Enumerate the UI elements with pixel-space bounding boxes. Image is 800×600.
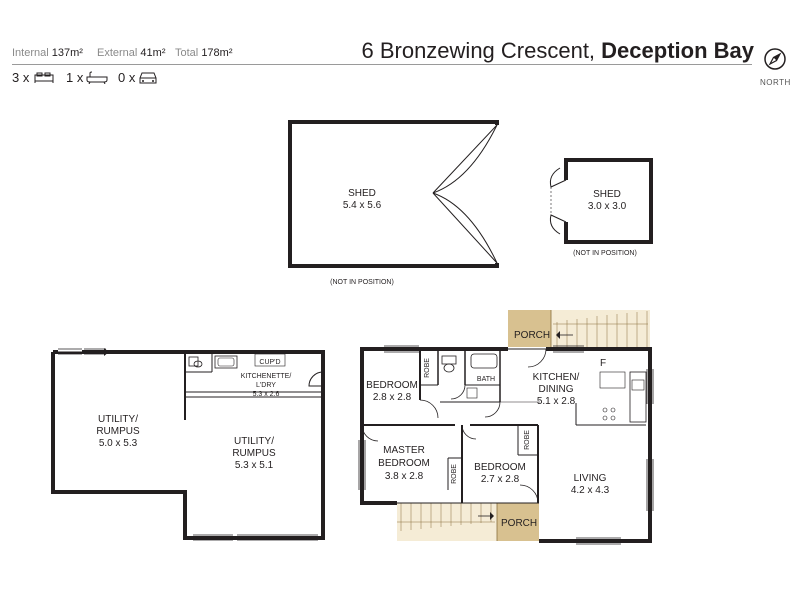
kitchen-name2: DINING bbox=[539, 384, 574, 395]
utility-right-name1: UTILITY/ bbox=[234, 436, 274, 447]
utility-right-name2: RUMPUS bbox=[232, 448, 276, 459]
kitchen-name1: KITCHEN/ bbox=[533, 372, 580, 383]
shed-large-note: (NOT IN POSITION) bbox=[330, 279, 394, 286]
total-area: Total 178m² bbox=[175, 47, 233, 59]
cupd-label: CUP'D bbox=[259, 359, 280, 366]
property-address: 6 Bronzewing Crescent, Deception Bay bbox=[361, 38, 754, 64]
robe-label-3: ROBE bbox=[524, 430, 531, 450]
bed-icon bbox=[34, 72, 54, 83]
shed-large-name: SHED bbox=[348, 188, 376, 199]
upstairs-plan: PORCH PORCH bbox=[358, 310, 654, 545]
shed-small-note: (NOT IN POSITION) bbox=[573, 250, 637, 257]
living-size: 4.2 x 4.3 bbox=[571, 485, 610, 496]
bath-icon bbox=[86, 71, 108, 84]
utility-left-size: 5.0 x 5.3 bbox=[99, 438, 138, 449]
car-icon bbox=[139, 72, 157, 84]
kitchenette-size: 5.3 x 2.6 bbox=[253, 391, 280, 398]
bedroom1-size: 2.8 x 2.8 bbox=[373, 392, 412, 403]
header: Internal 137m² External 41m² Total 178m²… bbox=[0, 0, 800, 95]
address-street: 6 Bronzewing Crescent, bbox=[361, 38, 596, 63]
bedroom-count: 3 x bbox=[12, 70, 30, 85]
shed-small-name: SHED bbox=[593, 189, 621, 200]
address-suburb: Deception Bay bbox=[601, 38, 754, 63]
fridge-label: F bbox=[600, 358, 606, 369]
bedroom2-size: 2.7 x 2.8 bbox=[481, 474, 520, 485]
bathroom-count: 1 x bbox=[66, 70, 84, 85]
bedroom1-name: BEDROOM bbox=[366, 380, 418, 391]
master-size: 3.8 x 2.8 bbox=[385, 471, 424, 482]
utility-left-name2: RUMPUS bbox=[96, 426, 140, 437]
header-divider bbox=[12, 64, 752, 65]
kitchen-size: 5.1 x 2.8 bbox=[537, 396, 576, 407]
shed-small-size: 3.0 x 3.0 bbox=[588, 201, 627, 212]
carspace-count: 0 x bbox=[118, 70, 136, 85]
compass-icon bbox=[764, 48, 786, 70]
bedroom2-name: BEDROOM bbox=[474, 462, 526, 473]
kitchenette-name1: KITCHENETTE/ bbox=[241, 373, 292, 380]
external-area: External 41m² bbox=[97, 47, 166, 59]
living-name: LIVING bbox=[574, 473, 607, 484]
porch-top-label: PORCH bbox=[514, 330, 550, 341]
top-porch: PORCH bbox=[508, 310, 650, 347]
bottom-porch: PORCH bbox=[397, 503, 539, 541]
porch-bottom-label: PORCH bbox=[501, 518, 537, 529]
utility-left-name1: UTILITY/ bbox=[98, 414, 138, 425]
bath-label: BATH bbox=[477, 376, 495, 383]
utility-right-size: 5.3 x 5.1 bbox=[235, 460, 274, 471]
small-shed: SHED 3.0 x 3.0 (NOT IN POSITION) bbox=[549, 158, 653, 257]
master-name1: MASTER bbox=[383, 445, 425, 456]
internal-area: Internal 137m² bbox=[12, 47, 83, 59]
downstairs-plan: CUP'D UTILITY/ RUMPUS 5.0 x 5.3 UTILITY/… bbox=[51, 348, 325, 541]
north-label: NORTH bbox=[760, 78, 791, 87]
large-shed: SHED 5.4 x 5.6 (NOT IN POSITION) bbox=[288, 120, 499, 286]
robe-label-1: ROBE bbox=[424, 358, 431, 378]
kitchenette-name2: L'DRY bbox=[256, 382, 276, 389]
shed-large-size: 5.4 x 5.6 bbox=[343, 200, 382, 211]
master-name2: BEDROOM bbox=[378, 458, 430, 469]
robe-label-2: ROBE bbox=[451, 464, 458, 484]
